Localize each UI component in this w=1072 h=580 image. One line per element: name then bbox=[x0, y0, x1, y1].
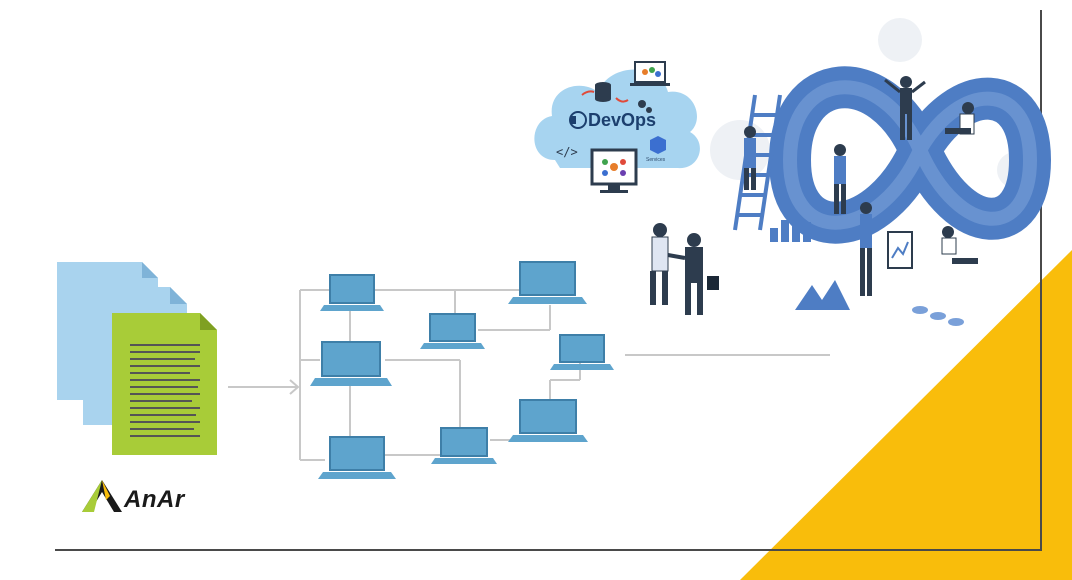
laptop-small-icon bbox=[630, 61, 670, 86]
services-label: Services bbox=[646, 157, 666, 163]
laptop-icon bbox=[508, 399, 588, 442]
devops-label: DevOps bbox=[588, 110, 656, 131]
mountain-chart-icon bbox=[795, 280, 850, 310]
flow-arrow-red bbox=[581, 90, 595, 96]
person-figure bbox=[945, 102, 975, 135]
person-figure bbox=[941, 226, 978, 264]
person-figure bbox=[744, 126, 756, 190]
person-figure bbox=[884, 76, 926, 140]
bar-chart-icon bbox=[770, 214, 811, 242]
devops-cloud-icon: </> bbox=[534, 61, 700, 193]
cube-icon bbox=[650, 136, 666, 154]
anar-logo-text: AnAr bbox=[124, 486, 185, 513]
gear-icon bbox=[638, 100, 652, 113]
laptop-icon bbox=[431, 427, 497, 464]
handshake-people-icon bbox=[650, 223, 719, 315]
flow-arrow-red bbox=[615, 97, 629, 103]
tablet-chart-icon bbox=[887, 231, 913, 269]
laptop-icon bbox=[310, 341, 392, 386]
devops-label-dev: Dev bbox=[588, 110, 622, 130]
laptop-icon bbox=[320, 274, 384, 311]
devops-infinity-illustration bbox=[650, 18, 1051, 326]
laptop-icon bbox=[508, 261, 587, 304]
laptop-icon bbox=[550, 334, 614, 370]
document-front bbox=[112, 313, 217, 455]
frame-right-line bbox=[1040, 10, 1042, 550]
document-stack-icon bbox=[57, 262, 217, 455]
devops-logo-mark bbox=[569, 111, 587, 129]
code-icon: </> bbox=[556, 145, 578, 159]
flow-arrow bbox=[228, 379, 300, 395]
frame-bottom-line bbox=[55, 549, 1042, 551]
anar-logo-mark-icon bbox=[82, 480, 122, 512]
monitor-icon bbox=[590, 148, 638, 193]
database-icon bbox=[595, 82, 611, 102]
person-figure bbox=[834, 144, 846, 214]
person-figure bbox=[860, 202, 872, 296]
laptop-icon bbox=[420, 313, 485, 349]
anar-logo: AnAr bbox=[80, 478, 230, 518]
discs-icon bbox=[912, 306, 964, 326]
devops-label-ops: Ops bbox=[621, 110, 657, 130]
laptop-icon bbox=[318, 436, 396, 479]
